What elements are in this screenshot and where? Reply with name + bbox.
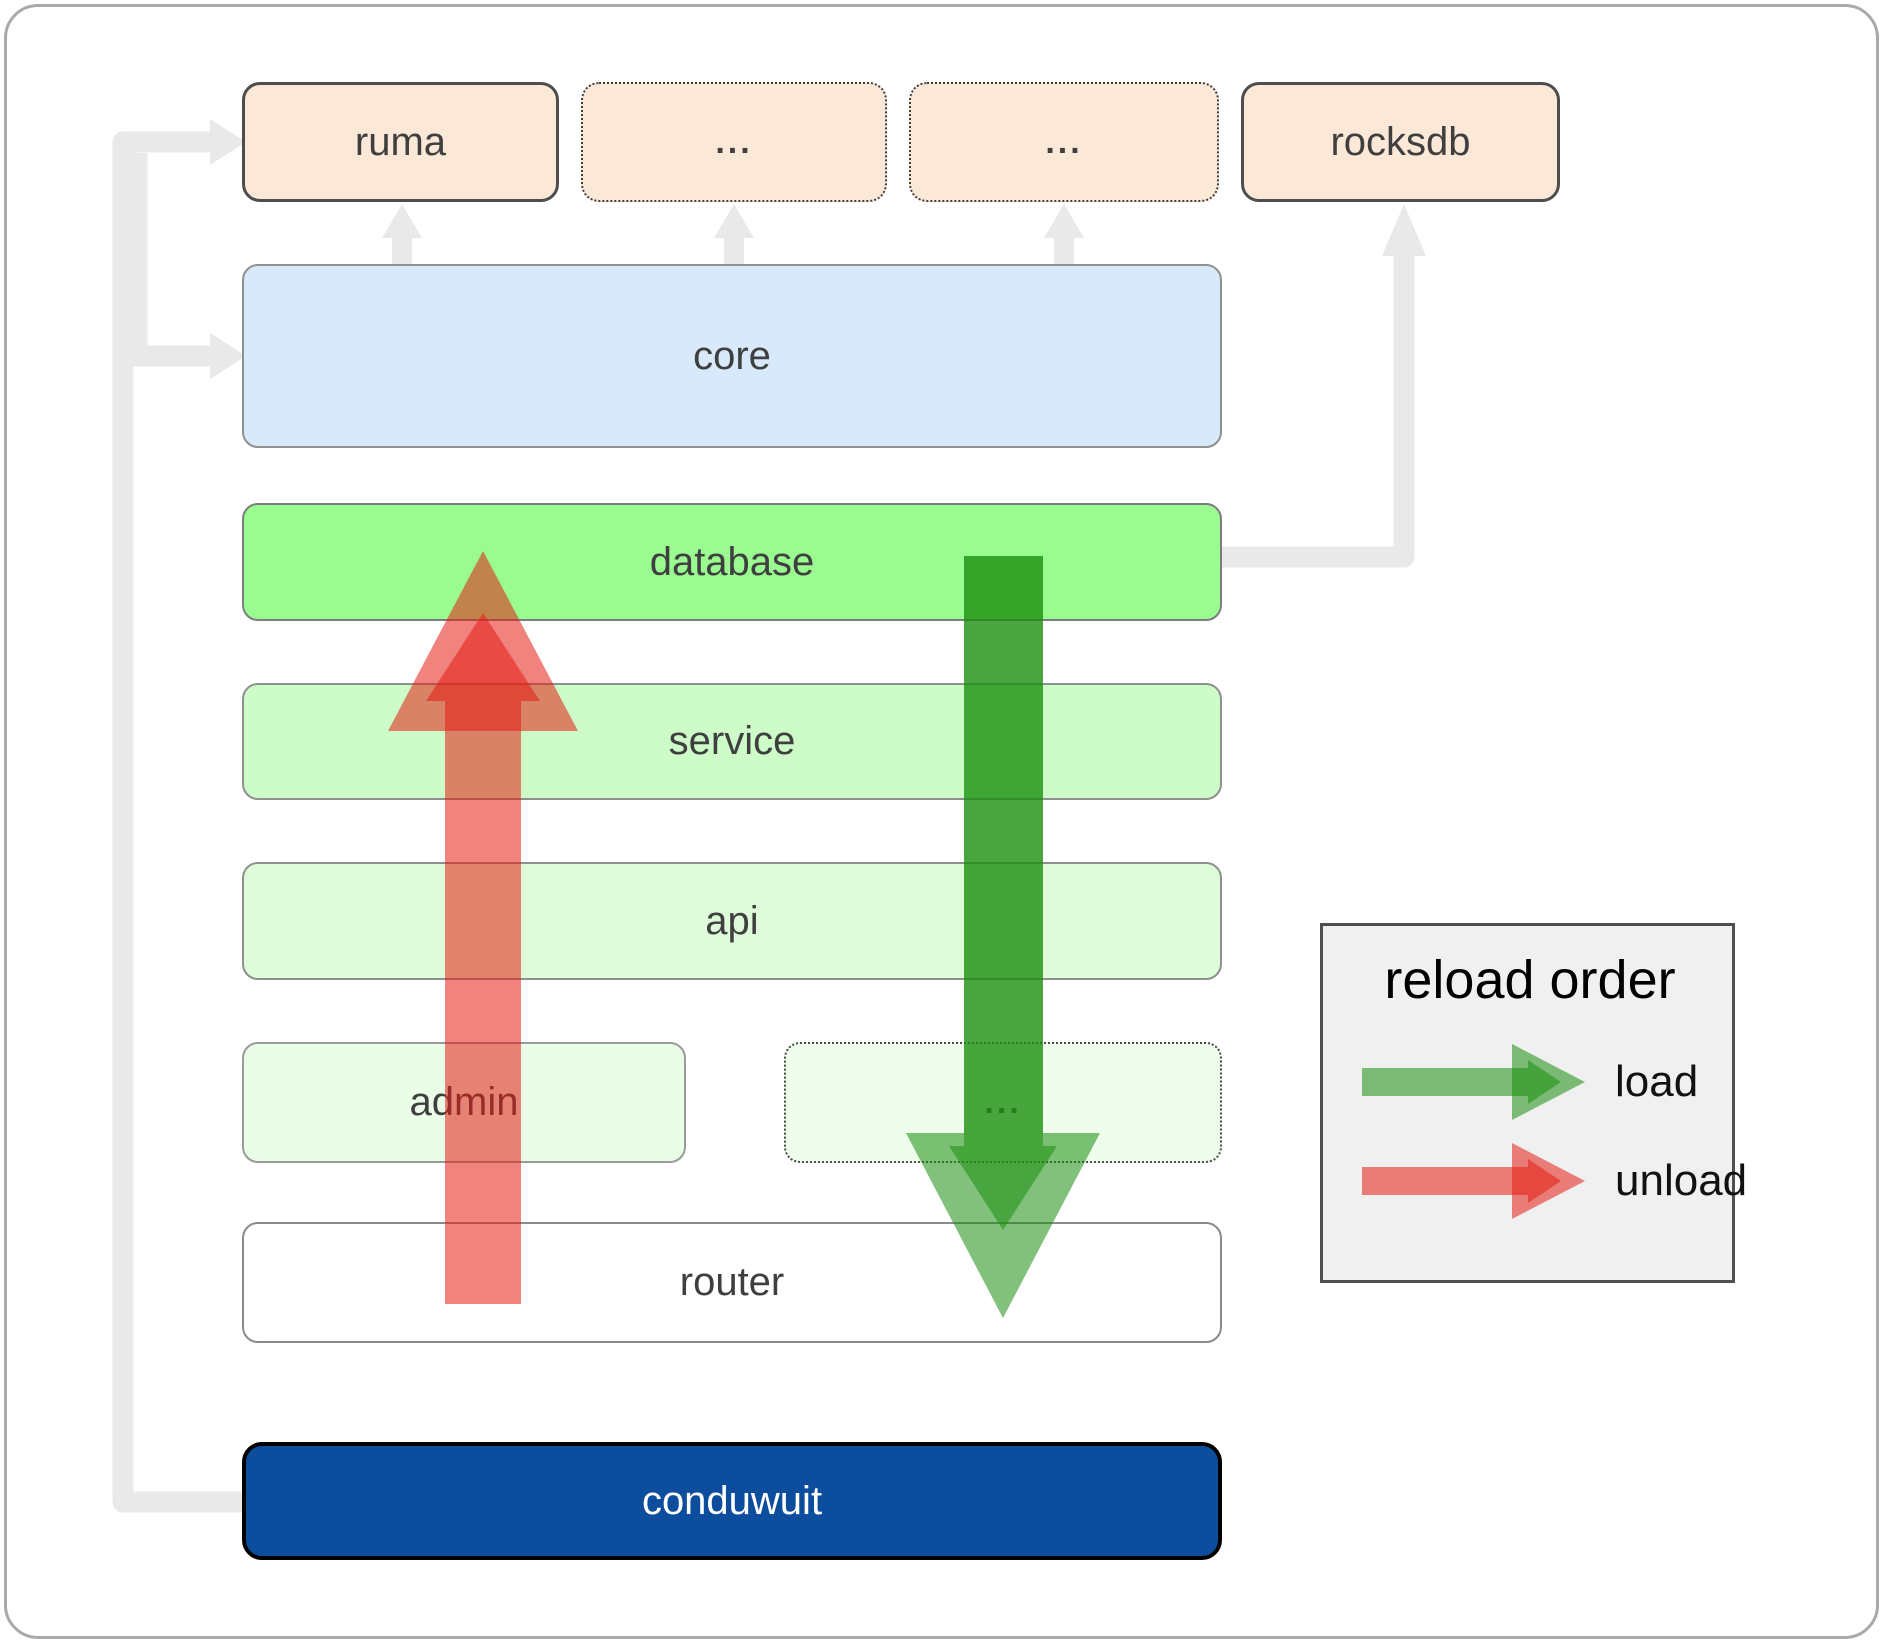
box-service: service: [242, 683, 1222, 800]
box-rocksdb: rocksdb: [1241, 82, 1560, 202]
box-ruma-label: ruma: [354, 119, 447, 164]
box-admin-ellipsis: ...: [784, 1042, 1222, 1163]
box-rocksdb-label: rocksdb: [1330, 119, 1471, 164]
box-top-ellipsis-1-label: ...: [715, 122, 753, 161]
box-core-label: core: [693, 333, 771, 378]
box-top-ellipsis-2: ...: [909, 82, 1219, 202]
box-top-ellipsis-2-label: ...: [1045, 122, 1083, 161]
box-service-label: service: [668, 719, 796, 763]
box-api-label: api: [705, 898, 759, 943]
box-ruma: ruma: [242, 82, 559, 202]
outer-frame: [4, 4, 1879, 1639]
legend-title: reload order: [1384, 950, 1676, 1010]
box-conduwuit-label: conduwuit: [641, 1478, 823, 1523]
box-conduwuit: conduwuit: [242, 1442, 1222, 1560]
box-admin-ellipsis-label: ...: [984, 1083, 1022, 1121]
box-api: api: [242, 862, 1222, 980]
box-router-label: router: [679, 1260, 785, 1304]
box-database-label: database: [649, 539, 815, 584]
legend-unload-label: unload: [1615, 1156, 1748, 1205]
box-admin-label: admin: [409, 1080, 519, 1124]
box-router: router: [242, 1222, 1222, 1343]
box-database: database: [242, 503, 1222, 621]
box-core: core: [242, 264, 1222, 448]
box-admin: admin: [242, 1042, 686, 1163]
legend-load-label: load: [1615, 1057, 1699, 1106]
box-top-ellipsis-1: ...: [581, 82, 887, 202]
